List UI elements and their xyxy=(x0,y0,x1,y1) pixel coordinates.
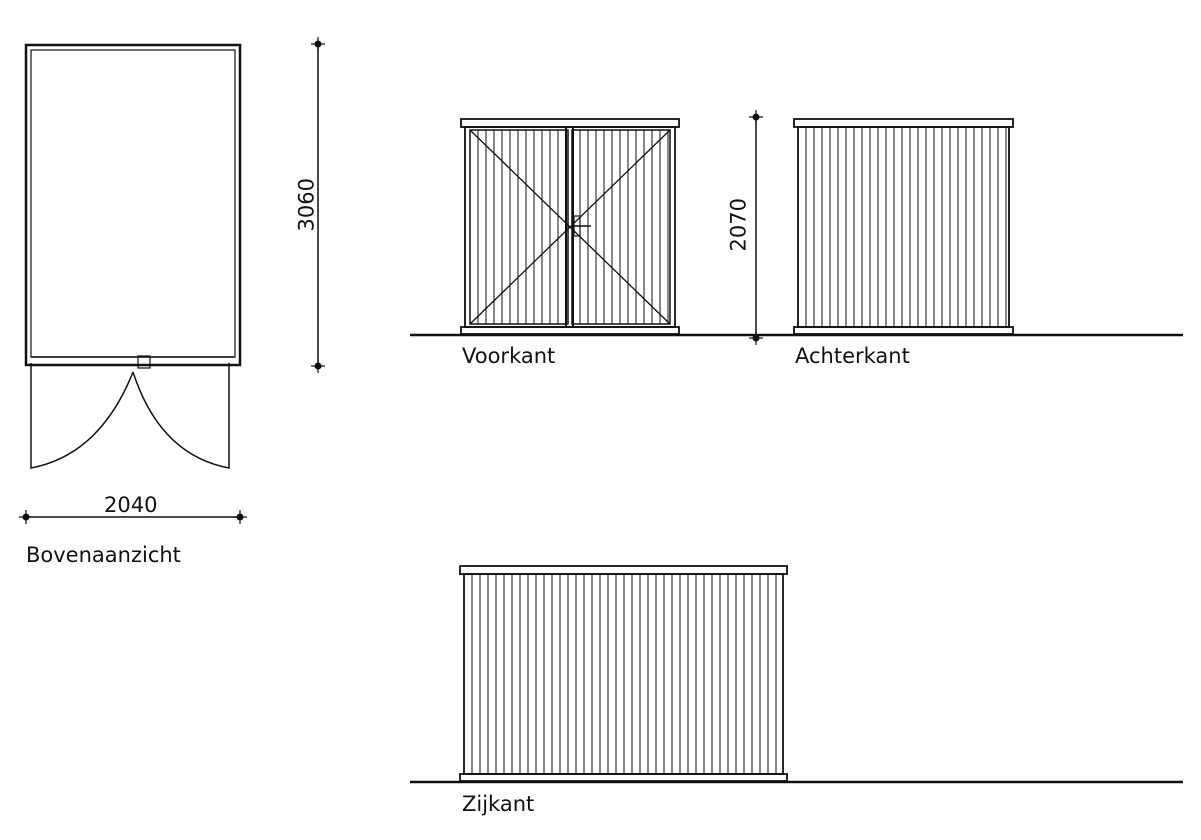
roof-edge xyxy=(460,118,680,128)
base-plinth xyxy=(460,326,680,335)
left-door-leaf xyxy=(469,129,569,325)
top-view xyxy=(24,43,242,469)
right-door-swing-arc xyxy=(132,363,230,469)
height-dimension-label: 2070 xyxy=(726,198,751,252)
width-dimension-label: 2040 xyxy=(104,493,158,517)
back-view-label: Achterkant xyxy=(795,344,910,368)
top-view-outer-wall xyxy=(24,43,242,367)
door-handle-mark xyxy=(137,355,151,369)
door-brace-diagonal xyxy=(469,129,671,325)
base-plinth xyxy=(793,326,1014,335)
depth-dimension-label: 3060 xyxy=(294,178,319,232)
top-view-label: Bovenaanzicht xyxy=(26,543,181,567)
back-elevation xyxy=(793,118,1014,335)
side-elevation xyxy=(459,565,788,782)
side-view-label: Zijkant xyxy=(462,792,535,816)
width-dimension-line xyxy=(19,510,247,524)
left-door-swing-arc xyxy=(30,363,134,469)
top-view-inner-wall xyxy=(30,49,236,358)
front-wall-outline xyxy=(464,126,676,328)
front-view-label: Voorkant xyxy=(462,344,556,368)
depth-dimension-line xyxy=(311,37,325,373)
roof-edge xyxy=(459,565,788,575)
right-door-leaf xyxy=(571,129,671,325)
front-elevation xyxy=(460,118,680,335)
base-plinth xyxy=(459,773,788,782)
height-dimension-line xyxy=(749,110,763,345)
back-wall-outline xyxy=(797,126,1010,328)
roof-edge xyxy=(793,118,1014,128)
